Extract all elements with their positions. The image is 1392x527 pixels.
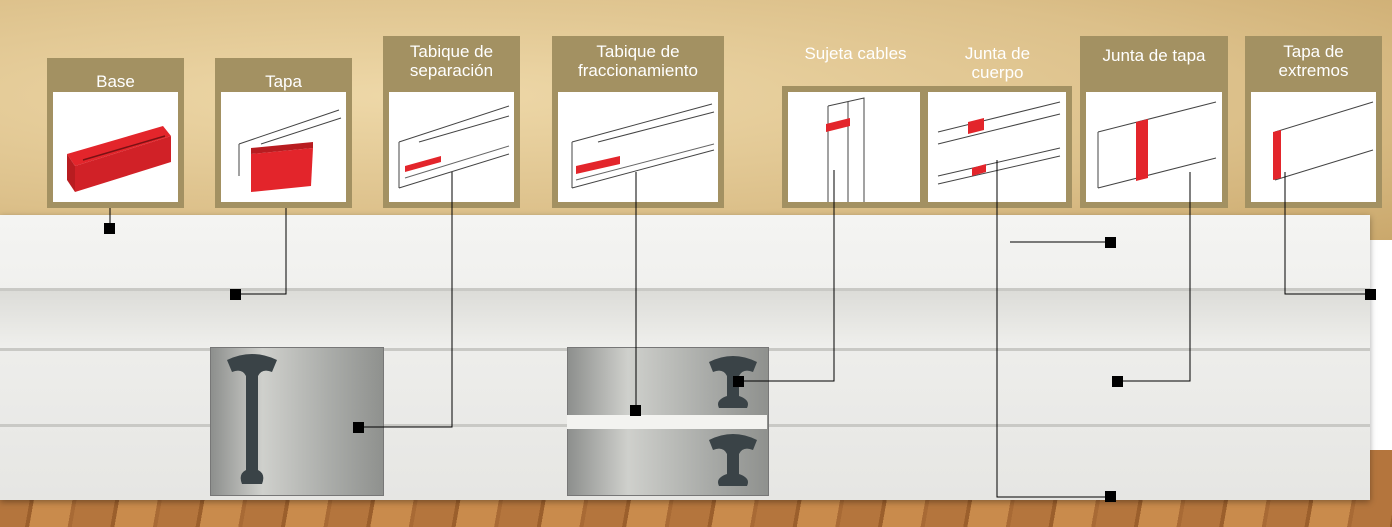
cover-part-icon — [238, 109, 342, 192]
base-part-icon — [67, 126, 171, 192]
label-tabique-fraccionamiento-1: Tabique de — [596, 42, 680, 61]
label-tabique-separacion-2: separación — [409, 61, 494, 80]
separator-wall — [567, 415, 767, 429]
label-tapa: Tapa — [265, 72, 302, 91]
marker-tapa-extremos — [1365, 289, 1376, 300]
body-joint-part-icon — [937, 101, 1061, 185]
marker-tabique-fraccionamiento — [630, 405, 641, 416]
marker-sujeta-cables — [733, 376, 744, 387]
card-base: Base — [47, 58, 184, 208]
partition-part-icon — [571, 103, 715, 189]
trunking-lower-band — [0, 290, 1370, 350]
label-tabique-fraccionamiento-2: fraccionamiento — [577, 61, 698, 80]
end-cap-part-icon — [1273, 101, 1374, 181]
marker-trunking-body — [1105, 237, 1116, 248]
label-junta-tapa: Junta de tapa — [1102, 46, 1206, 65]
junta-tapa-part-image — [1086, 92, 1222, 202]
label-tabique-separacion-1: Tabique de — [409, 42, 494, 61]
separator-part-icon — [398, 105, 510, 189]
fraccionamiento-part-image — [558, 92, 718, 202]
marker-tabique-separacion — [353, 422, 364, 433]
tapa-extremos-part-image — [1251, 92, 1376, 202]
label-junta-cuerpo-2: cuerpo — [971, 63, 1024, 82]
card-sujeta-junta — [782, 86, 1072, 208]
marker-tapa — [230, 289, 241, 300]
base-part-image — [53, 92, 178, 202]
label-sujeta-cables: Sujeta cables — [804, 44, 907, 63]
marker-junta-tapa — [1112, 376, 1123, 387]
sujeta-cables-part-image — [788, 92, 920, 202]
label-tapa-extremos-2: extremos — [1278, 61, 1349, 80]
marker-junta-cuerpo — [1105, 491, 1116, 502]
label-tapa-extremos-1: Tapa de — [1283, 42, 1344, 61]
trunking-cutout — [210, 347, 384, 496]
label-junta-cuerpo-1: Junta de — [964, 44, 1031, 63]
label-base: Base — [96, 72, 135, 91]
card-tapa-extremos: Tapa de extremos — [1245, 36, 1382, 208]
marker-base — [104, 223, 115, 234]
card-tabique-fraccionamiento: Tabique de fraccionamiento — [552, 36, 724, 208]
card-junta-tapa: Junta de tapa — [1080, 36, 1228, 208]
cable-holder-part-icon — [826, 97, 865, 202]
cover-joint-part-icon — [1097, 101, 1217, 189]
tapa-part-image — [221, 92, 346, 202]
card-tapa: Tapa — [215, 58, 352, 208]
cable-clip — [709, 434, 757, 486]
cable-clip — [227, 354, 277, 484]
trunking-groove — [0, 288, 1370, 291]
